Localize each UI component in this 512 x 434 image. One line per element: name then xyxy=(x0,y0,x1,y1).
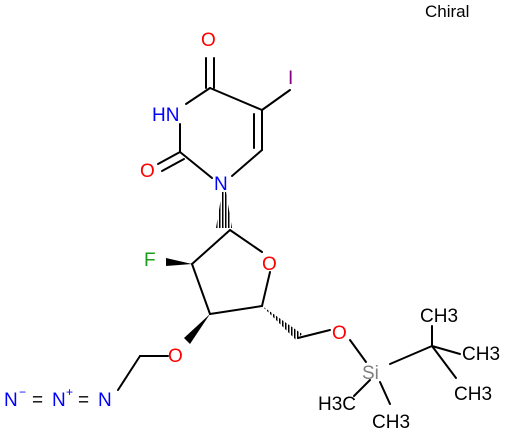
atom-ch3-si-left: H3C xyxy=(318,394,356,415)
bond-si-ctert xyxy=(389,345,433,365)
atom-n-ring: N xyxy=(214,174,228,195)
bond-ctert-ch3-bottom xyxy=(431,345,457,379)
bond-c1-o4 xyxy=(229,229,263,253)
bond-c2s-c1 xyxy=(191,229,231,265)
atom-ch3-tb-bottom: CH3 xyxy=(454,384,492,405)
bond-c5-i xyxy=(261,89,291,111)
azide-plus: + xyxy=(66,385,73,399)
atom-o-silyl: O xyxy=(332,323,347,344)
bold-wedge-c2-f xyxy=(166,258,192,266)
bond-c2-o xyxy=(157,151,181,165)
chiral-label: Chiral xyxy=(425,2,469,21)
bond-o4-c4s xyxy=(261,271,271,307)
atom-o-carbonyl-left: O xyxy=(140,161,155,182)
atom-ch3-tb-right: CH3 xyxy=(462,344,500,365)
bond-c4-n3 xyxy=(185,87,211,105)
hashed-wedge-c4-ch2 xyxy=(262,306,302,340)
atom-o-ether: O xyxy=(168,346,183,367)
bond-si-ch3-left xyxy=(353,379,371,397)
bold-wedge-c3-o xyxy=(184,314,210,344)
azide-minus: − xyxy=(19,385,26,399)
atom-o-carbonyl-top: O xyxy=(201,30,216,51)
atom-nh: HN xyxy=(152,105,179,126)
bond-c3s-c2s xyxy=(191,263,211,315)
azide-n3: N xyxy=(98,390,112,411)
hashed-wedge-n1-c1 xyxy=(216,192,232,228)
bond-o-si xyxy=(349,339,367,363)
bond-c4s-c3s xyxy=(209,305,263,315)
azide-eq1: = xyxy=(32,390,43,411)
atom-fluorine: F xyxy=(144,250,156,271)
atom-silicon: Si xyxy=(362,363,379,384)
atom-o-furanose: O xyxy=(262,254,277,275)
azide-n2: N xyxy=(52,390,66,411)
bond-ctert-ch3-right xyxy=(431,345,461,355)
atom-iodine: I xyxy=(288,68,293,89)
bond-c2-n1 xyxy=(179,151,213,179)
bond-c4-c5 xyxy=(209,87,263,111)
azide-eq2: = xyxy=(78,390,89,411)
atom-ch3-tb-top: CH3 xyxy=(420,306,458,327)
bond-c6-n1 xyxy=(231,149,263,177)
atom-ch3-si-bottom: CH3 xyxy=(372,412,410,433)
bond-ch2-n xyxy=(117,355,141,391)
bond-c2-o-double xyxy=(161,158,185,172)
bond-ch2-osi xyxy=(297,329,331,339)
azide-n1: N xyxy=(4,390,18,411)
bond-si-ch3-bottom xyxy=(379,381,391,405)
